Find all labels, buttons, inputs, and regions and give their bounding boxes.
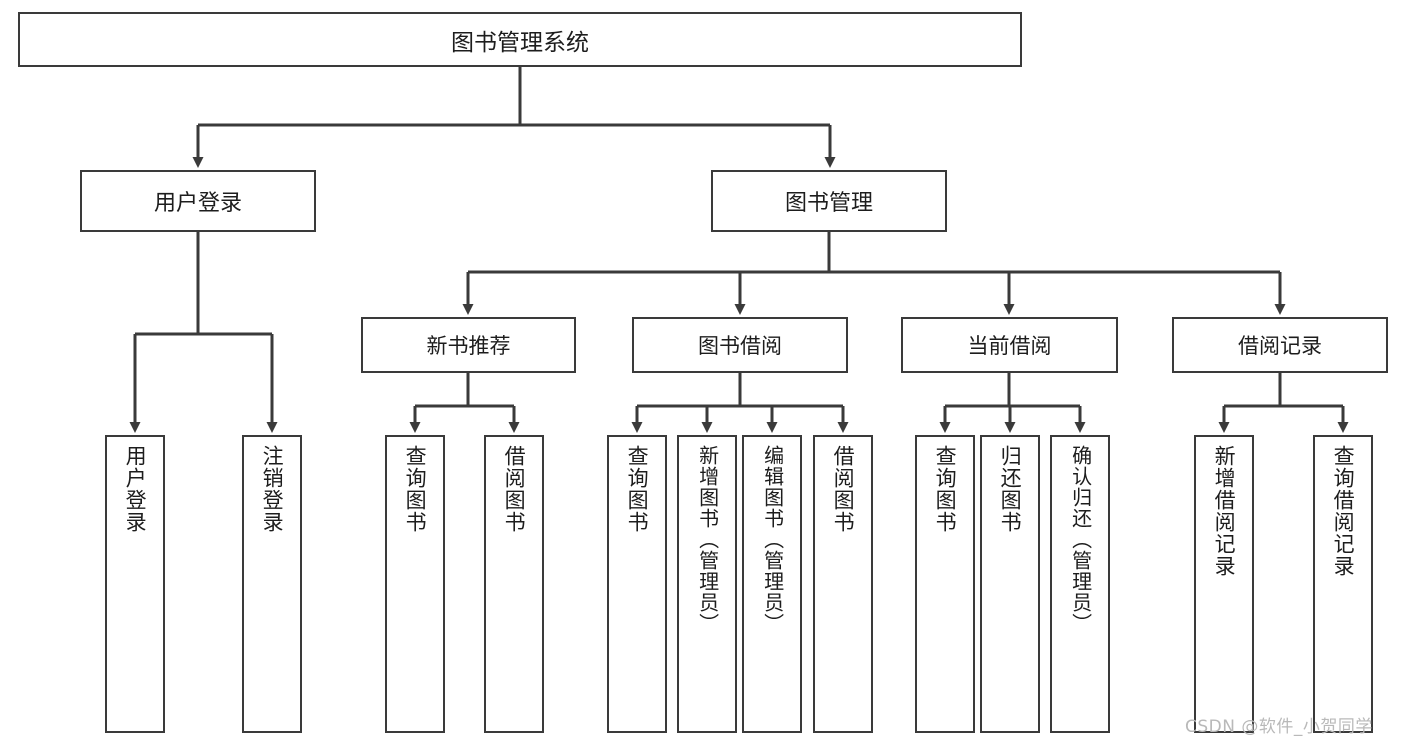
leaf-label: 查询图书 [625, 445, 650, 533]
connector-group-root [192, 67, 836, 168]
node-leaf-query-record[interactable]: 查询借阅记录 [1313, 435, 1373, 733]
connector-group-book-manage [462, 232, 1286, 315]
leaf-label: 注销登录 [260, 445, 285, 533]
node-borrow-record[interactable]: 借阅记录 [1172, 317, 1388, 373]
connector-group-user-login [129, 232, 278, 433]
node-leaf-query-book-3[interactable]: 查询图书 [915, 435, 975, 733]
node-leaf-confirm-return[interactable]: 确认归还（管理员） [1050, 435, 1110, 733]
leaf-label: 查询图书 [933, 445, 958, 533]
connector-group-borrow-record [1218, 373, 1349, 433]
node-leaf-borrow-book-2[interactable]: 借阅图书 [813, 435, 873, 733]
node-leaf-query-book-2[interactable]: 查询图书 [607, 435, 667, 733]
leaf-label: 新增图书（管理员） [695, 445, 720, 634]
connector-group-new-book-recommend [409, 373, 520, 433]
node-root-system[interactable]: 图书管理系统 [18, 12, 1022, 67]
leaf-label: 查询借阅记录 [1331, 445, 1356, 577]
node-leaf-edit-book[interactable]: 编辑图书（管理员） [742, 435, 802, 733]
node-leaf-borrow-book-1[interactable]: 借阅图书 [484, 435, 544, 733]
node-current-borrow[interactable]: 当前借阅 [901, 317, 1118, 373]
node-leaf-user-login[interactable]: 用户登录 [105, 435, 165, 733]
node-leaf-query-book-1[interactable]: 查询图书 [385, 435, 445, 733]
leaf-label: 用户登录 [123, 445, 148, 533]
node-leaf-add-book[interactable]: 新增图书（管理员） [677, 435, 737, 733]
node-book-manage[interactable]: 图书管理 [711, 170, 947, 232]
leaf-label: 查询图书 [403, 445, 428, 533]
node-leaf-return-book[interactable]: 归还图书 [980, 435, 1040, 733]
node-user-login[interactable]: 用户登录 [80, 170, 316, 232]
connector-group-current-borrow [939, 373, 1086, 433]
leaf-label: 借阅图书 [502, 445, 527, 533]
csdn-watermark: CSDN @软件_小贺同学 [1185, 717, 1373, 737]
leaf-label: 归还图书 [998, 445, 1023, 533]
node-new-book-recommend[interactable]: 新书推荐 [361, 317, 576, 373]
leaf-label: 确认归还（管理员） [1068, 445, 1093, 634]
leaf-label: 编辑图书（管理员） [760, 445, 785, 634]
node-book-borrow[interactable]: 图书借阅 [632, 317, 848, 373]
node-leaf-user-logout[interactable]: 注销登录 [242, 435, 302, 733]
leaf-label: 借阅图书 [831, 445, 856, 533]
leaf-label: 新增借阅记录 [1212, 445, 1237, 577]
connector-group-book-borrow [631, 373, 849, 433]
node-leaf-add-record[interactable]: 新增借阅记录 [1194, 435, 1254, 733]
